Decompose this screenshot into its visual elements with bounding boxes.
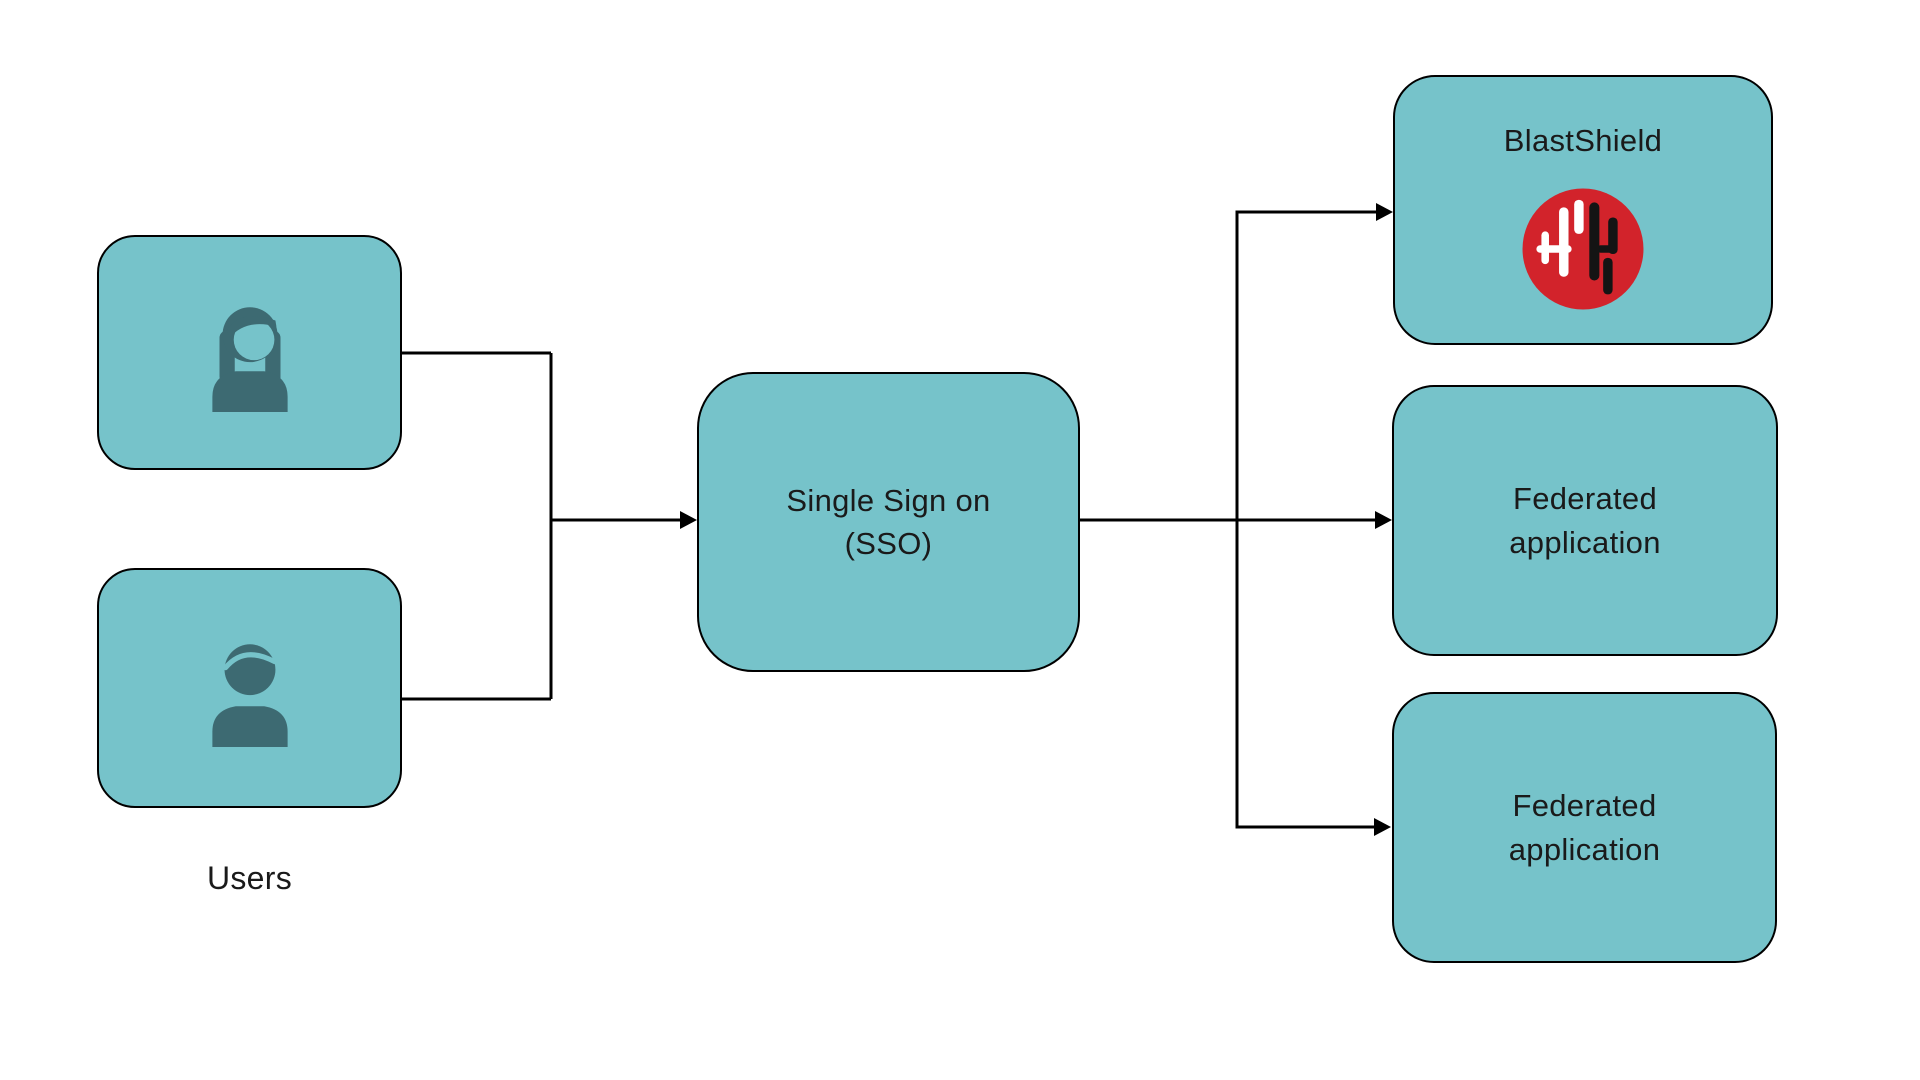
- federated-app-1-label: Federated application: [1509, 481, 1661, 560]
- edge-sso-to-federated-app-2: [1235, 520, 1376, 829]
- arrowhead-into-federated-app-2-icon: [1374, 818, 1391, 836]
- users-caption: Users: [206, 860, 293, 896]
- female-user-icon: [211, 306, 288, 412]
- edge-sso-to-blastshield: [1235, 210, 1378, 520]
- node-user-top: [97, 235, 402, 470]
- arrowhead-into-federated-app-1-icon: [1375, 511, 1392, 529]
- node-federated-app-2: Federated application: [1392, 692, 1777, 963]
- node-blastshield: BlastShield: [1393, 75, 1773, 345]
- node-user-bottom: [97, 568, 402, 808]
- edge-users-to-sso: [402, 351, 682, 701]
- arrowhead-into-blastshield-icon: [1376, 203, 1393, 221]
- blastshield-logo-icon: [1522, 188, 1644, 310]
- node-federated-app-1: Federated application: [1392, 385, 1778, 656]
- arrowhead-into-sso-icon: [680, 511, 697, 529]
- federated-app-2-label: Federated application: [1508, 788, 1661, 867]
- sso-label: Single Sign on (SSO): [786, 482, 991, 561]
- node-sso: Single Sign on (SSO): [697, 372, 1080, 672]
- male-user-icon: [211, 644, 288, 747]
- blastshield-label: BlastShield: [1503, 123, 1663, 158]
